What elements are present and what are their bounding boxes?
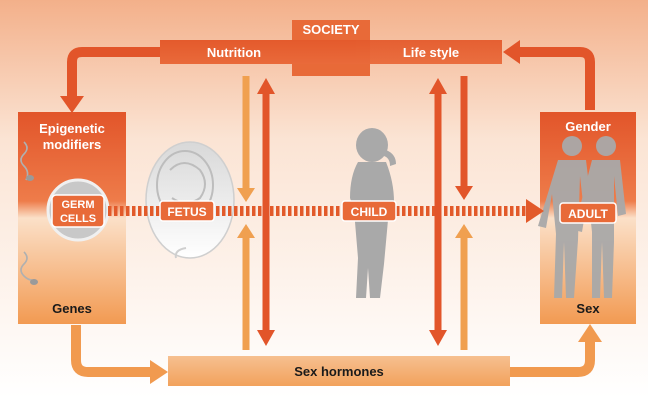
- child-label: CHILD: [351, 205, 388, 219]
- epigenetic-label-line2: modifiers: [43, 137, 102, 152]
- fetus-illustration: [146, 142, 234, 258]
- genes-label: Genes: [52, 301, 92, 316]
- gender-label: Gender: [565, 119, 611, 134]
- fetus-label: FETUS: [167, 205, 206, 219]
- germ-cells-label-line1: GERM: [62, 199, 95, 211]
- lifestyle-label: Life style: [403, 45, 459, 60]
- adult-label: ADULT: [568, 207, 608, 221]
- sex-label: Sex: [576, 301, 600, 316]
- society-label: SOCIETY: [302, 22, 359, 37]
- germ-cells-label-line2: CELLS: [60, 213, 96, 225]
- nutrition-label: Nutrition: [207, 45, 261, 60]
- epigenetic-label-line1: Epigenetic: [39, 121, 105, 136]
- sex-hormones-label: Sex hormones: [294, 364, 384, 379]
